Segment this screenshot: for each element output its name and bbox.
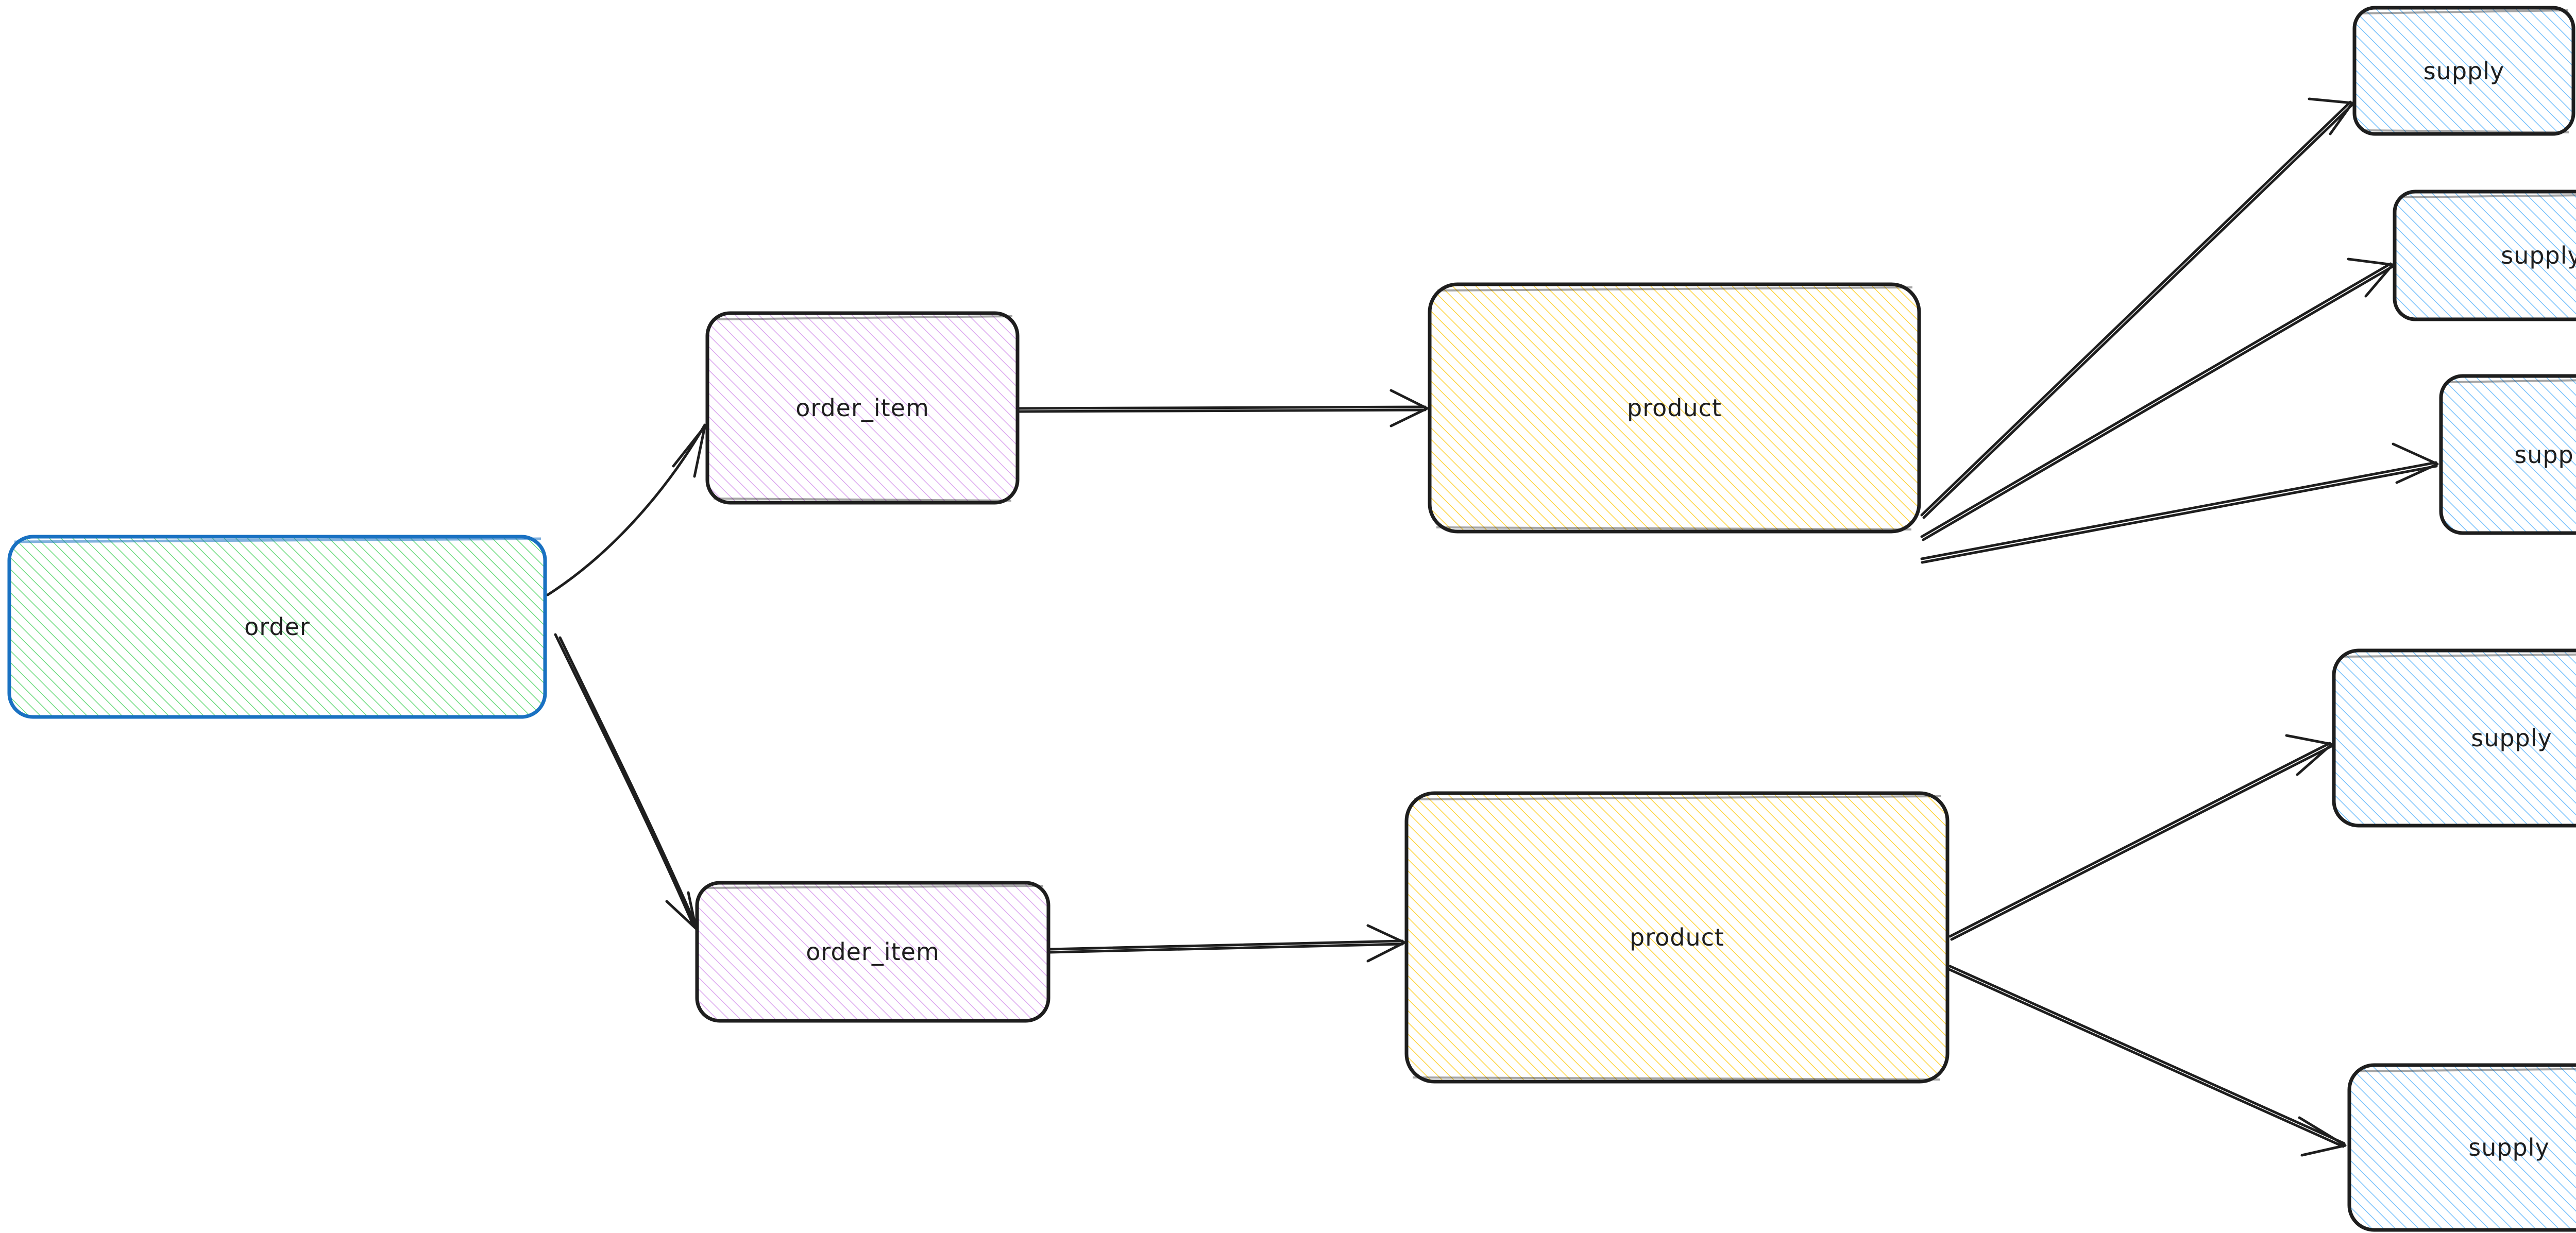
node-order-item-top[interactable] xyxy=(705,311,1020,505)
node-supply-1[interactable] xyxy=(2352,6,2575,136)
edges-layer xyxy=(546,97,2439,1157)
node-order-item-bottom[interactable] xyxy=(695,881,1050,1023)
node-product-bottom[interactable] xyxy=(1404,791,1950,1084)
node-supply-2[interactable] xyxy=(2393,190,2576,321)
edge-order-item-top-to-product-top xyxy=(1018,389,1429,427)
edge-product-top-to-supply-3 xyxy=(1920,442,2439,564)
node-order[interactable] xyxy=(7,535,547,719)
nodes-layer xyxy=(7,6,2576,1232)
edge-order-to-order-to-item-bottom xyxy=(554,633,698,930)
node-supply-4[interactable] xyxy=(2332,648,2576,828)
edge-product-top-to-supply-2 xyxy=(1920,258,2394,541)
edge-product-bottom-to-supply-5 xyxy=(1947,965,2347,1157)
edge-product-top-to-supply-1 xyxy=(1920,97,2354,519)
node-product-top[interactable] xyxy=(1428,282,1921,534)
edge-order-item-bottom-to-product-bottom xyxy=(1048,924,1406,963)
edge-order-to-order-item-top xyxy=(546,423,706,596)
edge-product-bottom-to-supply-4 xyxy=(1948,734,2333,941)
node-supply-5[interactable] xyxy=(2347,1063,2576,1232)
node-supply-3[interactable] xyxy=(2439,374,2576,535)
